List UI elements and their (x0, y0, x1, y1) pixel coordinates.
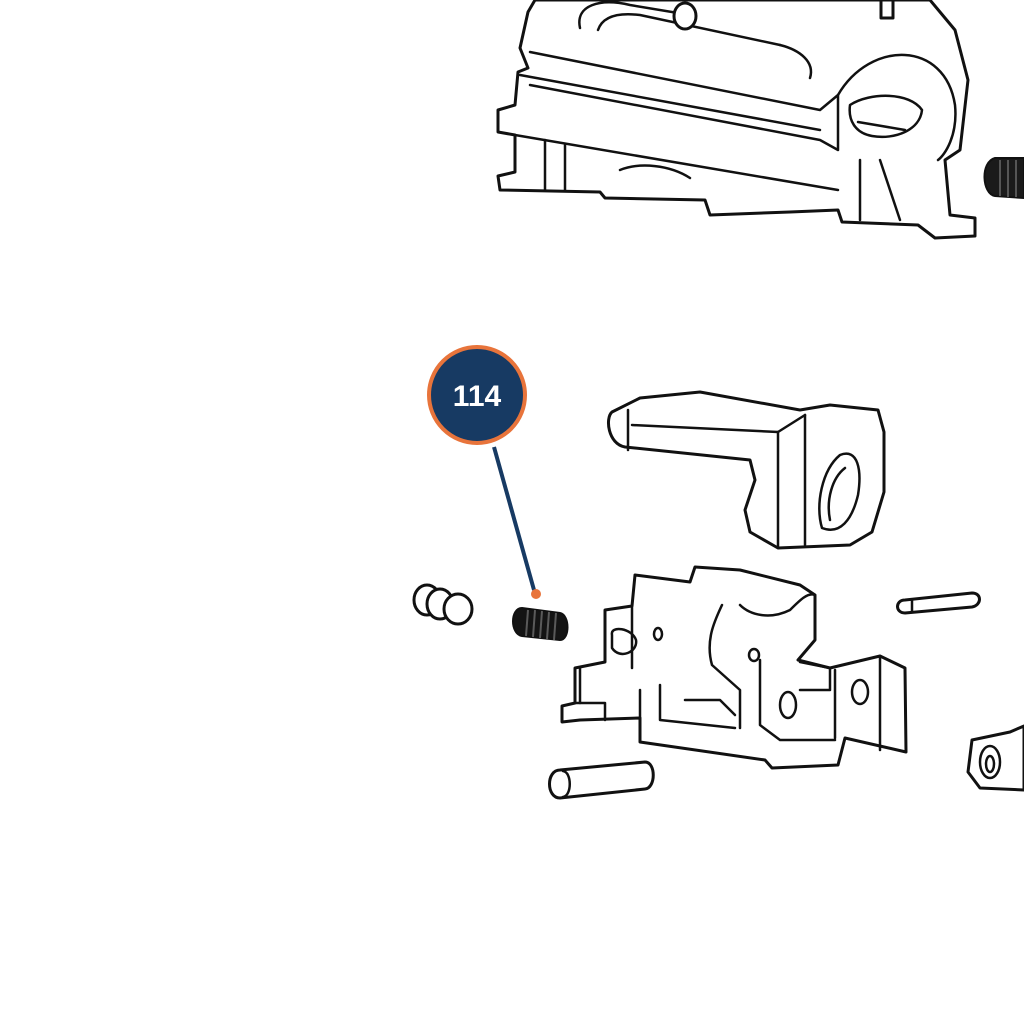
callout-leader-line (492, 446, 536, 591)
receiver-housing (496, 0, 977, 240)
trigger-lever (607, 390, 886, 550)
spring (512, 606, 569, 642)
dowel-pin (548, 760, 655, 800)
side-bracket (966, 724, 1024, 792)
callout-ring (427, 345, 527, 445)
plunger-caps (412, 583, 474, 626)
callout-114[interactable]: 114 (427, 345, 541, 599)
callout-anchor-dot (531, 589, 541, 599)
trigger-housing (560, 565, 908, 770)
barrel-pin (983, 157, 1024, 200)
callout-label: 114 (453, 380, 502, 413)
roll-pin (896, 591, 981, 615)
